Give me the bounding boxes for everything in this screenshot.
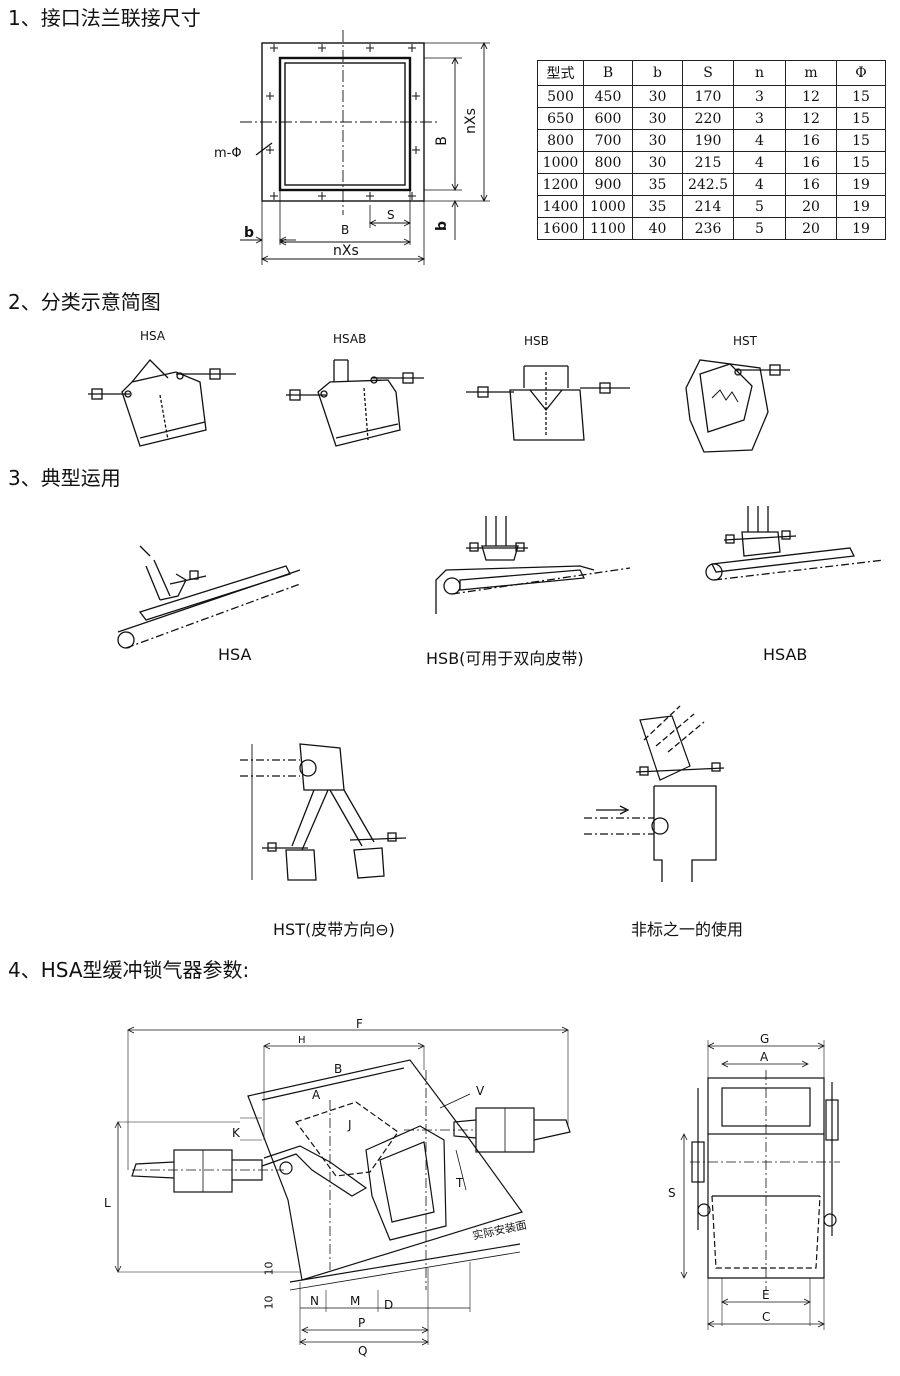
table-cell: 19 bbox=[836, 217, 886, 240]
table-cell: 190 bbox=[682, 129, 734, 152]
table-cell: 214 bbox=[682, 195, 734, 218]
table-cell: 236 bbox=[682, 217, 734, 240]
table-cell: 30 bbox=[632, 85, 683, 108]
app-hsab bbox=[705, 506, 885, 581]
table-header: n bbox=[733, 60, 786, 86]
param-10-upper: 10 bbox=[262, 1261, 276, 1276]
caption-hsa: HSA bbox=[218, 645, 252, 664]
param-T: T bbox=[456, 1176, 464, 1190]
type-label-hsa: HSA bbox=[140, 329, 166, 343]
param-J: J bbox=[348, 1118, 352, 1132]
hsa-side-view bbox=[680, 1040, 840, 1330]
app-hst bbox=[240, 743, 407, 881]
app-hsb bbox=[435, 516, 631, 614]
param-D: D bbox=[384, 1298, 394, 1312]
param-P: P bbox=[358, 1316, 366, 1330]
app-nonstandard bbox=[584, 705, 725, 882]
param-A-side: A bbox=[760, 1050, 769, 1064]
param-V: V bbox=[476, 1084, 485, 1098]
param-Q: Q bbox=[358, 1344, 368, 1358]
type-label-hst: HST bbox=[733, 334, 757, 348]
table-cell: 1200 bbox=[537, 173, 584, 196]
label-nxs-horizontal: nXs bbox=[333, 243, 359, 259]
param-N: N bbox=[310, 1294, 319, 1308]
param-10-lower: 10 bbox=[262, 1295, 276, 1310]
table-cell: 242.5 bbox=[682, 173, 734, 196]
caption-nonstandard: 非标之一的使用 bbox=[631, 920, 744, 939]
sketch-hsa bbox=[88, 359, 236, 447]
app-hsa bbox=[117, 545, 301, 649]
caption-hsab: HSAB bbox=[763, 645, 808, 664]
sketch-hsab bbox=[286, 359, 424, 447]
label-B-horizontal: B bbox=[341, 223, 350, 237]
label-m-phi: m-Φ bbox=[214, 146, 242, 161]
table-header: Φ bbox=[836, 60, 886, 86]
table-cell: 1600 bbox=[537, 217, 584, 240]
sketch-hst bbox=[685, 359, 790, 453]
hsa-front-view bbox=[114, 1026, 571, 1346]
param-B: B bbox=[334, 1062, 343, 1076]
section-title-4: 4、HSA型缓冲锁气器参数: bbox=[8, 958, 250, 982]
table-cell: 15 bbox=[836, 129, 886, 152]
param-A: A bbox=[312, 1088, 321, 1102]
table-cell: 40 bbox=[632, 217, 683, 240]
param-E: E bbox=[762, 1288, 770, 1302]
table-cell: 15 bbox=[836, 151, 886, 174]
param-C: C bbox=[762, 1310, 771, 1324]
table-cell: 15 bbox=[836, 85, 886, 108]
table-cell: 1000 bbox=[537, 151, 584, 174]
param-S: S bbox=[668, 1186, 676, 1200]
type-label-hsb: HSB bbox=[524, 334, 549, 348]
caption-hsb: HSB(可用于双向皮带) bbox=[426, 649, 584, 668]
table-header-row: 型式 B b S n m Φ bbox=[537, 60, 886, 86]
param-M: M bbox=[350, 1294, 361, 1308]
table-cell: 220 bbox=[682, 107, 734, 130]
section-title-3: 3、典型运用 bbox=[8, 466, 121, 490]
label-s: S bbox=[387, 208, 395, 222]
param-F: F bbox=[356, 1017, 363, 1031]
param-H: H bbox=[298, 1035, 306, 1046]
table-header: m bbox=[785, 60, 837, 86]
sketch-hsb bbox=[466, 365, 630, 441]
param-K: K bbox=[232, 1126, 240, 1140]
caption-hst: HST(皮带方向⊖) bbox=[273, 920, 395, 939]
table-header: S bbox=[682, 60, 734, 86]
table-cell: 12 bbox=[785, 107, 837, 130]
type-label-hsab: HSAB bbox=[333, 332, 367, 346]
param-L: L bbox=[104, 1196, 111, 1210]
section-title-2: 2、分类示意简图 bbox=[8, 290, 161, 314]
param-G: G bbox=[760, 1032, 770, 1046]
label-b-left: b bbox=[244, 225, 255, 241]
section-title-1: 1、接口法兰联接尺寸 bbox=[8, 6, 201, 30]
